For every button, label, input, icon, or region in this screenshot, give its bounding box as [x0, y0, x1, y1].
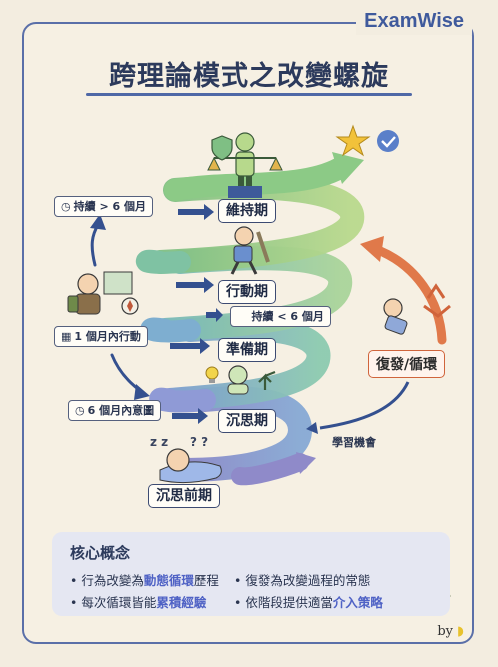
spiral-ribbon	[135, 157, 365, 486]
core-title: 核心概念	[70, 544, 131, 562]
compass-icon	[121, 297, 139, 315]
page-title: 跨理論模式之改變螺旋	[109, 61, 389, 92]
banana-icon: ◗	[457, 624, 464, 639]
clock-icon: ◷	[75, 404, 85, 417]
sleeping-person-icon	[159, 448, 222, 484]
core-item: • 每次循環皆能累積經驗	[70, 595, 207, 610]
learning-arrow	[319, 381, 410, 430]
relapse-label: 復發/循環	[368, 350, 446, 378]
arrow-icon	[237, 309, 249, 324]
tag-over-6-months: ◷持續 > 6 個月	[54, 196, 153, 217]
flow-arrows	[170, 204, 223, 424]
arrow-icon	[206, 308, 223, 322]
core-concepts-panel: 核心概念 • 行為改變為動態循環歷程 • 復發為改變過程的常態 • 每次循環皆能…	[52, 532, 450, 616]
top-arrowhead	[332, 152, 364, 184]
core-item: • 依階段提供適當介入策略	[234, 595, 383, 610]
stage-preparation: 準備期	[218, 338, 276, 362]
crossroads-arrow-icon	[258, 370, 276, 390]
clock-icon: ◷	[61, 200, 71, 213]
stage-precontemplation: 沉思前期	[148, 484, 220, 508]
calendar-icon: ▦	[61, 330, 72, 343]
balance-figure-icon	[207, 132, 283, 198]
bottom-arrowhead	[296, 452, 316, 474]
planner-figure-icon	[67, 273, 101, 315]
shield-icon	[211, 135, 233, 161]
recycle-icon	[423, 283, 451, 318]
tag-within-6-months: ◷6 個月內意圖	[68, 400, 162, 421]
question-icon: ? ?	[190, 435, 208, 449]
falling-person-icon	[383, 298, 408, 335]
tag-under-6-months: 持續 < 6 個月	[230, 306, 331, 327]
zz-icon: z z	[150, 435, 168, 449]
lightbulb-icon	[205, 366, 219, 383]
stage-action: 行動期	[218, 280, 276, 304]
climber-icon	[230, 226, 270, 275]
core-item: • 行為改變為動態循環歷程	[70, 573, 219, 588]
tag-within-1-month: ▦1 個月內行動	[54, 326, 148, 347]
thinker-icon	[227, 365, 249, 395]
stage-contemplation: 沉思期	[218, 409, 276, 433]
relapse-arrow	[373, 245, 447, 345]
check-circle-icon	[377, 130, 399, 152]
title-underline	[86, 93, 412, 96]
brand-logo: ExamWise	[356, 8, 472, 35]
signature: by ◗	[437, 624, 464, 639]
star-icon	[335, 124, 371, 157]
core-item: • 復發為改變過程的常態	[234, 573, 371, 588]
learning-label: 學習機會	[332, 436, 376, 449]
stage-maintenance: 維持期	[218, 199, 276, 223]
map-icon	[103, 271, 133, 295]
